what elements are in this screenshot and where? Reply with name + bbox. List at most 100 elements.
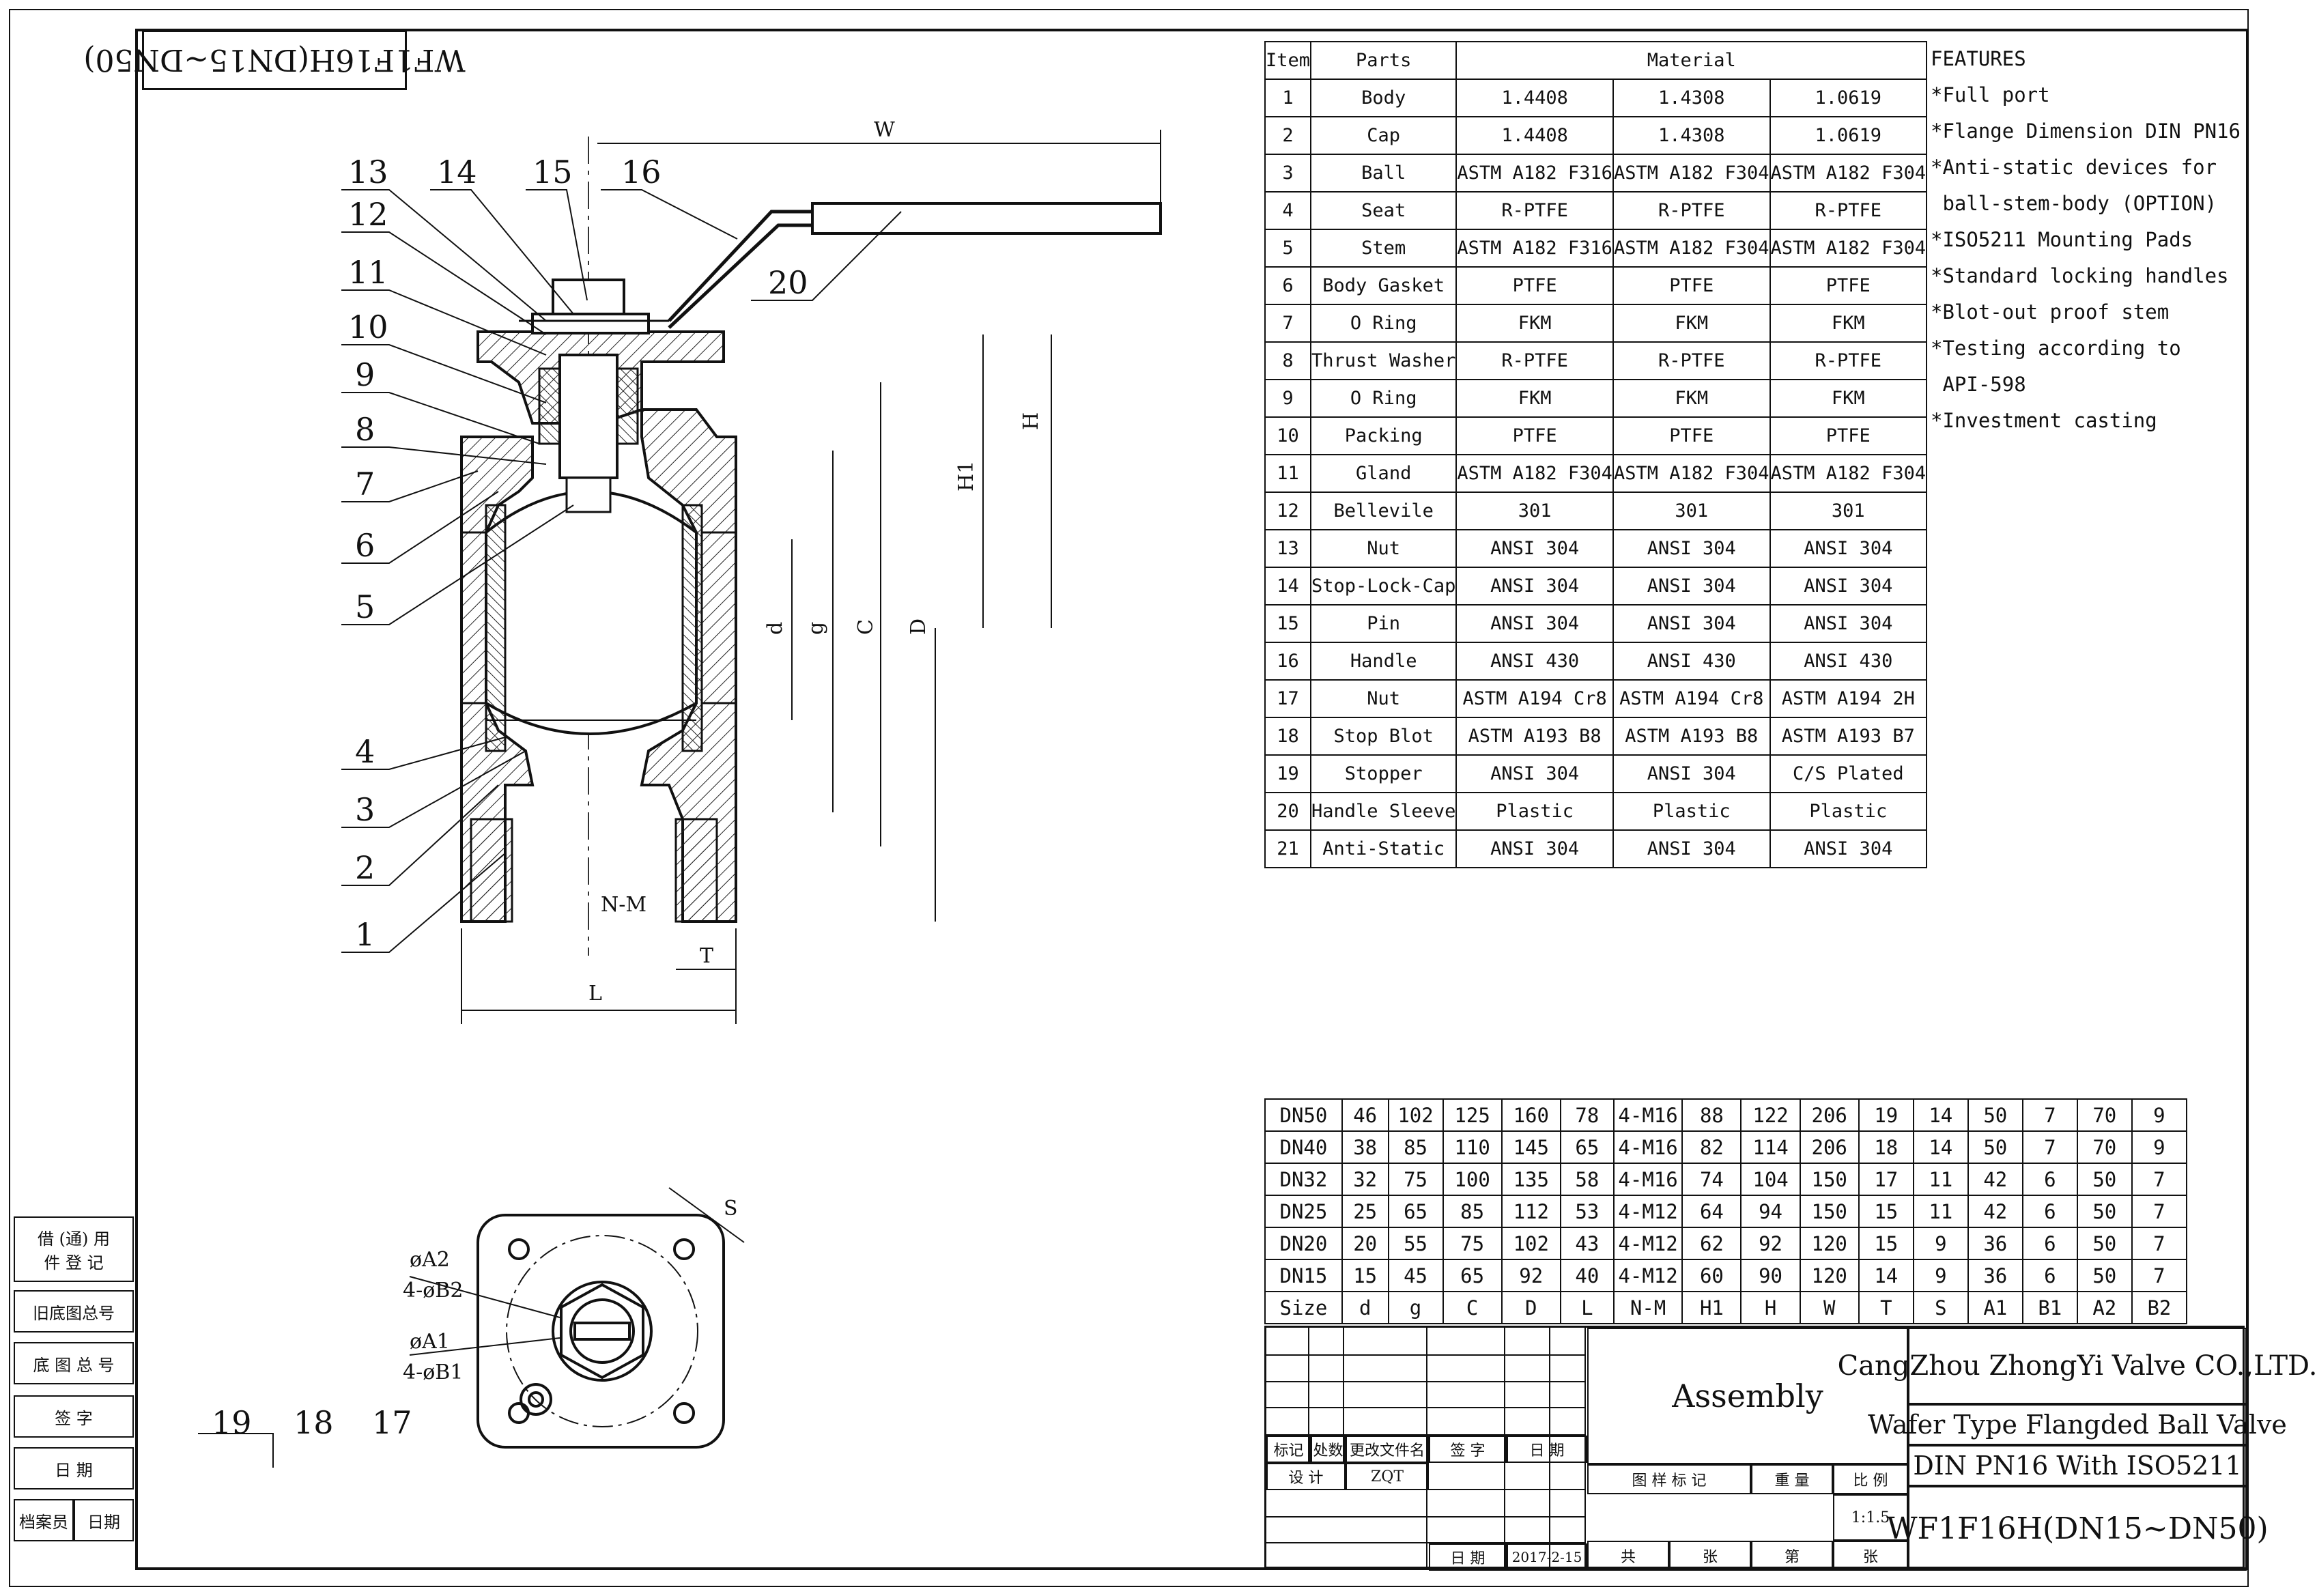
dimension-cell: H1 xyxy=(1681,1291,1742,1324)
material-cell: 14 xyxy=(1264,567,1312,605)
material-cell: 10 xyxy=(1264,416,1312,455)
dimension-cell: C xyxy=(1442,1291,1503,1324)
callout-1: 1 xyxy=(355,916,375,953)
material-cell: ANSI 304 xyxy=(1612,754,1771,793)
dim-d-small: d xyxy=(763,622,787,635)
dimension-cell: 78 xyxy=(1559,1098,1615,1132)
label-sheets2: 张 xyxy=(1833,1541,1908,1571)
dimension-cell: 15 xyxy=(1341,1259,1389,1292)
dimension-cell: 46 xyxy=(1341,1098,1389,1132)
material-cell: 4 xyxy=(1264,191,1312,230)
dimension-cell: 50 xyxy=(1967,1098,2023,1132)
material-cell: ANSI 430 xyxy=(1455,642,1614,681)
label-design: 设 计 xyxy=(1266,1463,1346,1490)
dimension-cell: 45 xyxy=(1387,1259,1444,1292)
material-cell: ASTM A182 F316 xyxy=(1455,154,1614,193)
dimension-cell: 4-M16 xyxy=(1612,1163,1683,1196)
material-cell: 5 xyxy=(1264,229,1312,268)
dimension-cell: DN15 xyxy=(1264,1259,1343,1292)
dimension-cell: 4-M16 xyxy=(1612,1098,1683,1132)
packing xyxy=(538,367,561,445)
dimension-cell: D xyxy=(1501,1291,1561,1324)
material-cell: ANSI 304 xyxy=(1769,567,1928,605)
dimension-cell: 6 xyxy=(2021,1195,2078,1228)
dimension-cell: 14 xyxy=(1912,1130,1969,1164)
dim-a2: øA2 xyxy=(410,1248,450,1272)
material-cell: ANSI 304 xyxy=(1769,529,1928,568)
feature-item: *Flange Dimension DIN PN16 xyxy=(1931,119,2241,143)
dimension-cell: g xyxy=(1387,1291,1444,1324)
sheet-inner-border xyxy=(135,29,2249,1570)
dimension-cell: 160 xyxy=(1501,1098,1561,1132)
material-cell: R-PTFE xyxy=(1769,191,1928,230)
label-sign: 签 字 xyxy=(1429,1436,1507,1463)
material-cell: 1.0619 xyxy=(1769,79,1928,117)
material-cell: Seat xyxy=(1310,191,1458,230)
material-cell: Nut xyxy=(1310,529,1458,568)
material-cell: PTFE xyxy=(1612,416,1771,455)
dim-h1: H1 xyxy=(954,461,978,491)
valve-drawing: 1 2 3 4 5 6 7 8 9 10 11 12 13 14 15 16 1… xyxy=(9,9,2249,1587)
drawing-title: WF1F16H(DN15~DN50) xyxy=(83,30,466,90)
dimension-cell: 62 xyxy=(1681,1227,1742,1260)
material-cell: PTFE xyxy=(1455,416,1614,455)
material-cell: O Ring xyxy=(1310,304,1458,343)
material-cell: ASTM A182 F304 xyxy=(1455,454,1614,493)
dimension-cell: 75 xyxy=(1387,1163,1444,1196)
material-cell: 18 xyxy=(1264,717,1312,756)
material-cell: ASTM A193 B7 xyxy=(1769,717,1928,756)
material-cell: 15 xyxy=(1264,604,1312,643)
dimension-cell: DN25 xyxy=(1264,1195,1343,1228)
dimension-cell: 85 xyxy=(1442,1195,1503,1228)
dim-b2: 4-øB2 xyxy=(403,1279,463,1302)
feature-item: *Anti-static devices for xyxy=(1931,156,2217,179)
dimension-cell: A2 xyxy=(2076,1291,2133,1324)
dim-h: H xyxy=(1019,412,1043,430)
valve-section-view xyxy=(460,137,1162,956)
callout-6: 6 xyxy=(355,527,375,564)
material-cell: 20 xyxy=(1264,792,1312,831)
dim-t: T xyxy=(700,944,713,968)
feature-item: *Blot-out proof stem xyxy=(1931,300,2170,324)
dimension-cell: 9 xyxy=(2131,1098,2188,1132)
dimension-cell: Size xyxy=(1264,1291,1343,1324)
material-cell: Stop-Lock-Cap xyxy=(1310,567,1458,605)
material-cell: Bellevile xyxy=(1310,491,1458,530)
dimension-cell: 6 xyxy=(2021,1227,2078,1260)
material-header-cell: Material xyxy=(1455,41,1928,80)
dimension-cell: 14 xyxy=(1912,1098,1969,1132)
material-cell: Packing xyxy=(1310,416,1458,455)
material-cell: ANSI 304 xyxy=(1769,604,1928,643)
material-cell: Stopper xyxy=(1310,754,1458,793)
material-cell: ANSI 304 xyxy=(1455,754,1614,793)
material-cell: ANSI 304 xyxy=(1612,529,1771,568)
dimension-cell: B2 xyxy=(2131,1291,2188,1324)
dimension-cell: 112 xyxy=(1501,1195,1561,1228)
material-cell: 7 xyxy=(1264,304,1312,343)
dimension-cell: 36 xyxy=(1967,1259,2023,1292)
material-cell: Plastic xyxy=(1455,792,1614,831)
material-cell: 1.4408 xyxy=(1455,79,1614,117)
dim-nm: N-M xyxy=(601,893,646,917)
dim-c: C xyxy=(854,619,878,635)
dim-w: W xyxy=(874,118,895,142)
material-cell: R-PTFE xyxy=(1769,341,1928,380)
dimension-cell: 206 xyxy=(1799,1098,1860,1132)
callout-10: 10 xyxy=(348,309,388,345)
feature-item: *Investment casting xyxy=(1931,409,2157,432)
material-cell: Body xyxy=(1310,79,1458,117)
material-cell: 6 xyxy=(1264,266,1312,305)
dimension-cell: DN50 xyxy=(1264,1098,1343,1132)
designer-value: ZQT xyxy=(1346,1463,1429,1490)
material-cell: ASTM A182 F304 xyxy=(1769,454,1928,493)
dimension-cell: 58 xyxy=(1559,1163,1615,1196)
dimension-cell: 70 xyxy=(2076,1098,2133,1132)
